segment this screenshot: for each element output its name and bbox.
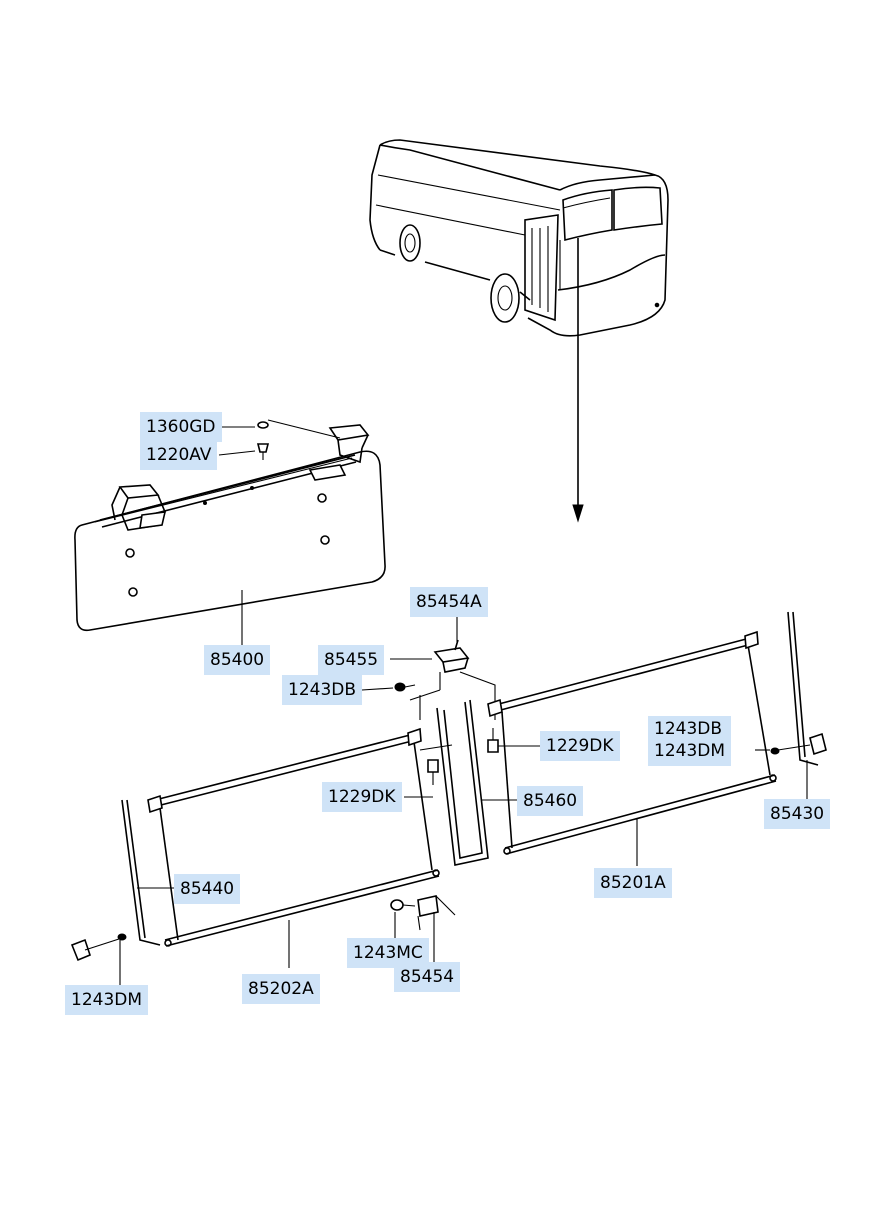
center-bracket — [394, 639, 496, 720]
curtain-assembly-85202A — [147, 727, 440, 947]
callout-label: 1360GD — [146, 417, 216, 437]
callout-1229DK-mid[interactable]: 1229DK — [322, 782, 402, 812]
callout-label: 1243DB — [654, 719, 723, 739]
center-channel-85460 — [419, 695, 489, 866]
callout-label: 1243DM — [654, 741, 726, 761]
curtain-assembly-85201A — [487, 630, 777, 855]
callout-85454A[interactable]: 85454A — [410, 587, 488, 617]
callout-label: 85455 — [324, 650, 379, 670]
callout-label: 85454A — [416, 592, 482, 612]
callout-label: 85201A — [600, 873, 666, 893]
callout-85460[interactable]: 85460 — [517, 786, 584, 816]
bottom-bracket-85454 — [390, 895, 456, 931]
callout-label: 85460 — [523, 791, 578, 811]
callout-label: 1243DM — [71, 990, 143, 1010]
callout-1243DM-left[interactable]: 1243DM — [65, 985, 149, 1015]
callout-85202A[interactable]: 85202A — [242, 974, 320, 1004]
callout-85454[interactable]: 85454 — [394, 962, 461, 992]
callout-1243DB-1243DM-right[interactable]: 1243DB 1243DM — [648, 716, 732, 766]
callout-85400[interactable]: 85400 — [204, 645, 271, 675]
callout-label: 1220AV — [146, 445, 212, 465]
callout-label: 1243DB — [288, 680, 357, 700]
callout-label: 85430 — [770, 804, 825, 824]
bus-illustration — [369, 139, 669, 337]
callout-1220AV[interactable]: 1220AV — [140, 440, 218, 470]
side-rod-85440 — [70, 799, 161, 962]
side-rod-85430 — [770, 611, 827, 766]
callout-label: 85454 — [400, 967, 455, 987]
callout-85430[interactable]: 85430 — [764, 799, 831, 829]
callout-label: 85400 — [210, 650, 265, 670]
callout-85440[interactable]: 85440 — [174, 874, 241, 904]
sun-visor-85400 — [74, 419, 386, 632]
callout-label: 85202A — [248, 979, 314, 999]
callout-label: 1243MC — [353, 943, 423, 963]
callout-1229DK-right[interactable]: 1229DK — [540, 731, 620, 761]
callout-label: 1229DK — [546, 736, 614, 756]
callout-label: 1229DK — [328, 787, 396, 807]
callout-1243DB-top[interactable]: 1243DB — [282, 675, 363, 705]
callout-label: 85440 — [180, 879, 235, 899]
callout-85455[interactable]: 85455 — [318, 645, 385, 675]
location-arrow — [572, 238, 584, 523]
callout-85201A[interactable]: 85201A — [594, 868, 672, 898]
callout-1360GD[interactable]: 1360GD — [140, 412, 222, 442]
